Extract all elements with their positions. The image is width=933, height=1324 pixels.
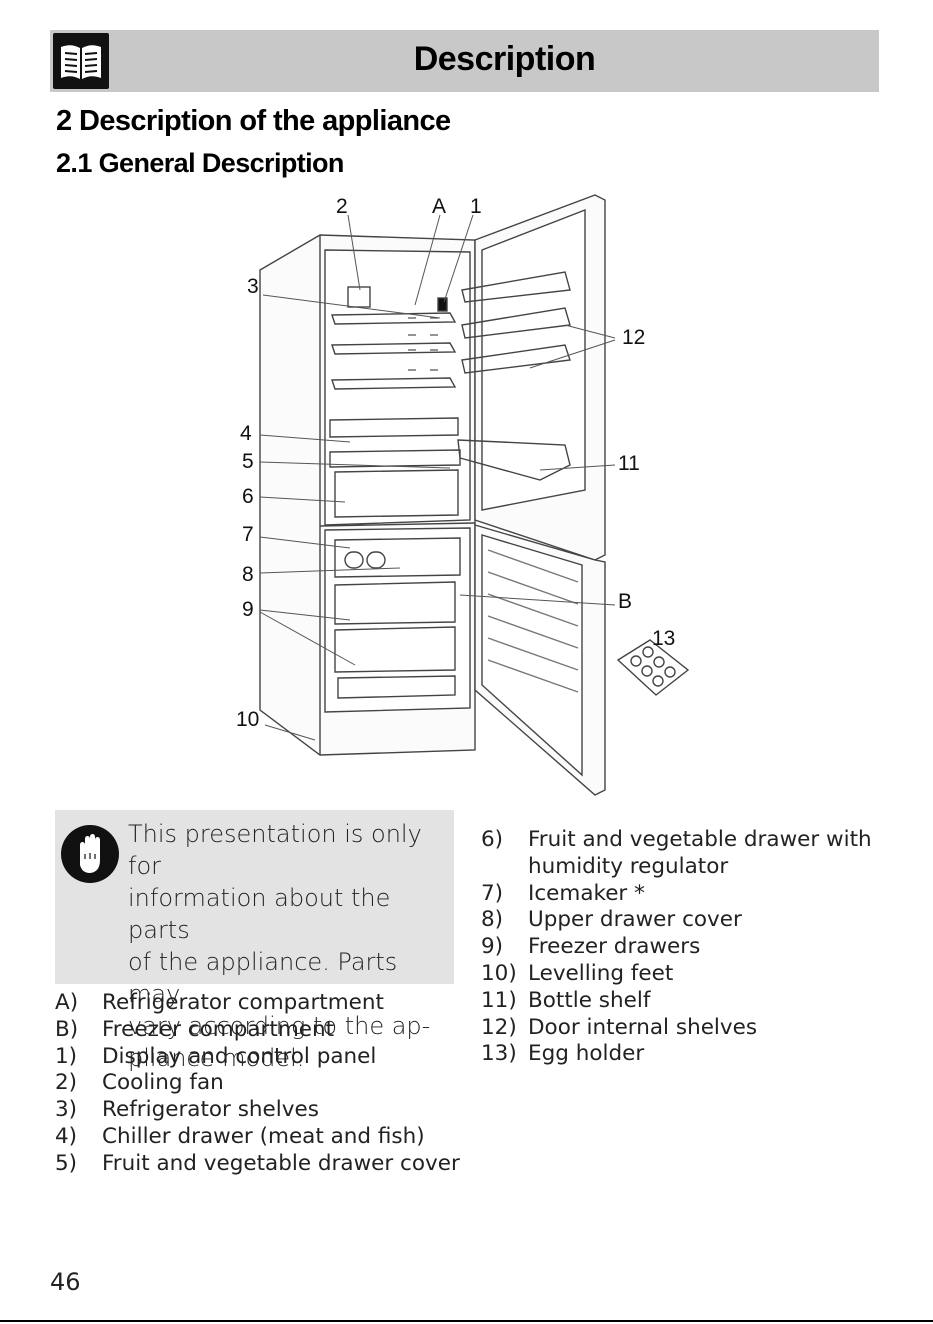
note-line: information about the parts (128, 884, 391, 944)
callout-a: A (432, 195, 447, 218)
list-item-key: 13) (481, 1041, 517, 1067)
note-line: This presentation is only for (128, 820, 422, 880)
list-item-text: Bottle shelf (528, 987, 651, 1013)
book-icon (53, 33, 109, 89)
callout-12: 12 (622, 326, 646, 349)
list-item-text: Freezer compartment (102, 1016, 335, 1042)
list-item-key: 10) (481, 960, 517, 986)
list-item-key: 6) (481, 827, 504, 852)
callout-9: 9 (242, 598, 254, 621)
list-item: A) Refrigerator compartment (55, 990, 475, 1017)
list-item-text: Cooling fan (102, 1070, 224, 1096)
callout-b: B (618, 590, 633, 613)
list-item-key: B) (55, 1016, 79, 1042)
callout-11: 11 (618, 452, 640, 475)
subsection-heading: 2.1 General Description (56, 148, 344, 178)
list-item: 5) Fruit and vegetable drawer cover (55, 1151, 475, 1178)
callout-1: 1 (470, 195, 482, 218)
note-line: vary according to the ap- (128, 1012, 431, 1040)
fridge-door (457, 194, 606, 561)
list-item-text: Door internal shelves (528, 1014, 758, 1040)
cabinet-body (259, 234, 476, 756)
callout-5: 5 (242, 450, 254, 473)
callout-3: 3 (247, 275, 259, 298)
list-item-key: A) (55, 990, 79, 1015)
list-item-key: 1) (55, 1043, 78, 1069)
page-number: 46 (50, 1268, 81, 1296)
list-item-key: 4) (55, 1123, 78, 1149)
list-item-key: 12) (481, 1014, 517, 1040)
list-item-text: Refrigerator shelves (102, 1097, 319, 1123)
list-item: 12) Door internal shelves (481, 1015, 881, 1042)
list-item: 8) Upper drawer cover (481, 907, 881, 934)
section-heading: 2 Description of the appliance (56, 105, 451, 137)
list-item: 10) Levelling feet (481, 961, 881, 988)
list-item-key: 3) (55, 1097, 78, 1123)
list-item: 9) Freezer drawers (481, 934, 881, 961)
list-item-key: 7) (481, 880, 504, 906)
list-item-key: 8) (481, 907, 504, 933)
egg-holder (616, 639, 690, 696)
list-item: 13) Egg holder (481, 1041, 881, 1068)
list-item-text: Icemaker * (528, 880, 645, 906)
list-item-key: 11) (481, 987, 517, 1013)
callout-13: 13 (652, 627, 676, 650)
list-item-text: Levelling feet (528, 960, 674, 986)
note-box: This presentation is only for informatio… (55, 810, 454, 1072)
note-text: This presentation is only for informatio… (128, 818, 446, 1074)
list-item-text: Freezer drawers (528, 934, 701, 960)
list-item-text: Display and control panel (102, 1043, 377, 1069)
callout-4: 4 (240, 422, 252, 445)
freezer-door (474, 524, 606, 796)
callout-2: 2 (336, 195, 348, 218)
bottom-rule (0, 1320, 933, 1322)
list-item: 4) Chiller drawer (meat and fish) (55, 1124, 475, 1151)
appliance-diagram: 2 A 1 3 12 4 5 6 11 7 8 B 9 13 10 (220, 190, 710, 800)
page-title: Description (413, 40, 596, 78)
list-item-key: 2) (55, 1070, 78, 1096)
list-item: 1) Display and control panel (55, 1044, 475, 1071)
list-item: 2) Cooling fan (55, 1070, 475, 1097)
list-item: 6) Fruit and vegetable drawer with humidi… (481, 827, 881, 881)
list-item-text: Fruit and vegetable drawer cover (102, 1150, 460, 1176)
list-item-text: Chiller drawer (meat and fish) (102, 1123, 425, 1149)
list-item: 3) Refrigerator shelves (55, 1097, 475, 1124)
note-line: pliance model. (128, 1044, 305, 1072)
hand-stop-icon (61, 825, 119, 883)
list-item: 11) Bottle shelf (481, 988, 881, 1015)
list-item-key: 9) (481, 934, 504, 960)
callout-10: 10 (236, 708, 260, 731)
note-line: of the appliance. Parts may (128, 948, 398, 1008)
list-item-text: Egg holder (528, 1041, 645, 1067)
section-header-bar: Description (50, 30, 879, 92)
list-item-text: Fruit and vegetable drawer with humidity… (528, 827, 872, 879)
parts-list-right: 6) Fruit and vegetable drawer with humidi… (481, 827, 881, 1068)
list-item-key: 5) (55, 1150, 78, 1176)
callout-8: 8 (242, 563, 254, 586)
list-item: 7) Icemaker * (481, 881, 881, 908)
list-item-text: Refrigerator compartment (102, 990, 384, 1015)
parts-list-left: A) Refrigerator compartment B) Freezer com… (55, 990, 475, 1178)
list-item: B) Freezer compartment (55, 1017, 475, 1044)
list-item-text: Upper drawer cover (528, 907, 742, 933)
callout-7: 7 (242, 523, 254, 546)
callout-6: 6 (242, 485, 254, 508)
